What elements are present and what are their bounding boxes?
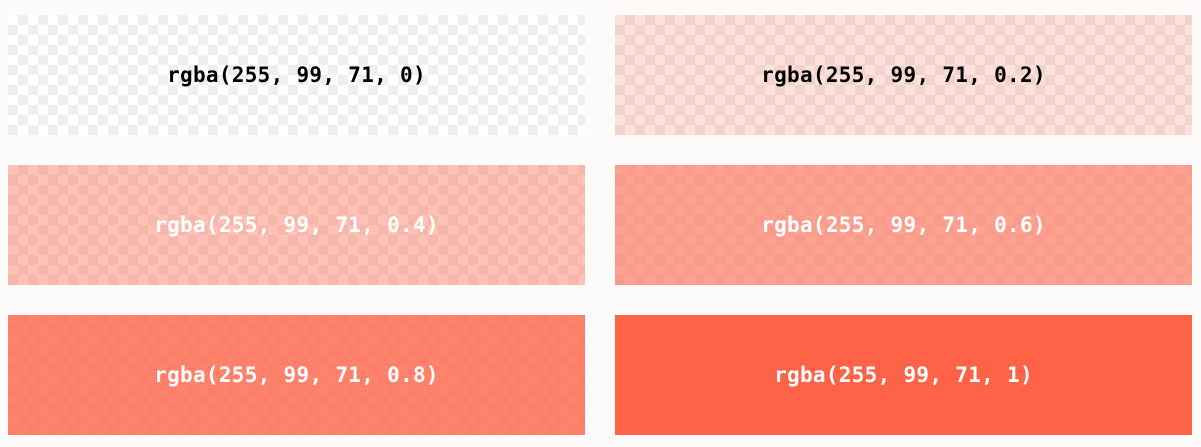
swatch-label: rgba(255, 99, 71, 0) [167, 63, 426, 87]
swatch-label: rgba(255, 99, 71, 1) [774, 363, 1033, 387]
swatch-overlay [615, 315, 1192, 435]
swatch-alpha-0-4: rgba(255, 99, 71, 0.4) [8, 165, 585, 285]
swatch-alpha-0-6: rgba(255, 99, 71, 0.6) [615, 165, 1192, 285]
swatch-label: rgba(255, 99, 71, 0.6) [761, 213, 1046, 237]
swatch-overlay [615, 165, 1192, 285]
swatch-alpha-0-2: rgba(255, 99, 71, 0.2) [615, 15, 1192, 135]
swatch-label: rgba(255, 99, 71, 0.4) [154, 213, 439, 237]
swatch-overlay [8, 165, 585, 285]
swatch-alpha-0: rgba(255, 99, 71, 0) [8, 15, 585, 135]
swatch-overlay [615, 15, 1192, 135]
swatch-overlay [8, 315, 585, 435]
swatch-label: rgba(255, 99, 71, 0.2) [761, 63, 1046, 87]
swatch-label: rgba(255, 99, 71, 0.8) [154, 363, 439, 387]
swatch-alpha-0-8: rgba(255, 99, 71, 0.8) [8, 315, 585, 435]
swatch-alpha-1: rgba(255, 99, 71, 1) [615, 315, 1192, 435]
